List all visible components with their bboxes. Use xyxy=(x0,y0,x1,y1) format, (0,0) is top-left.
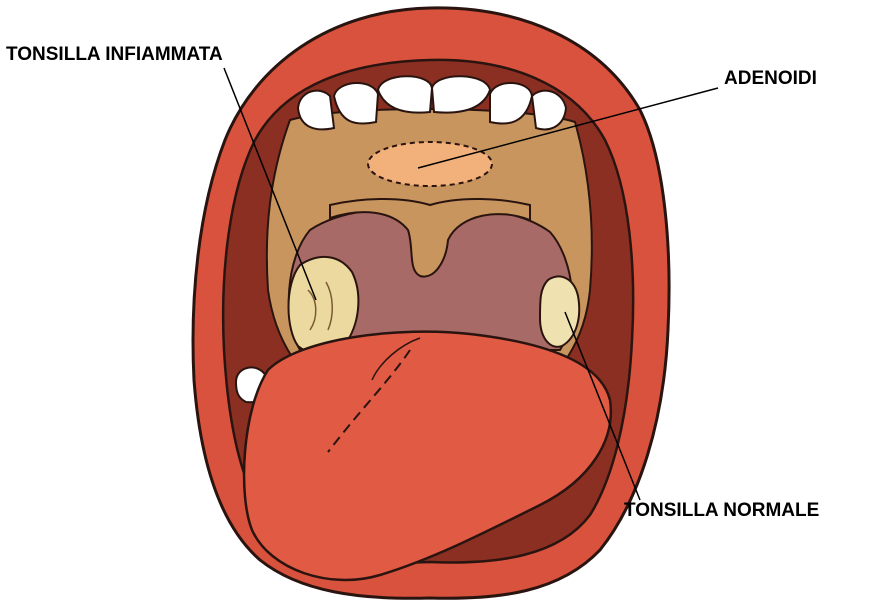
label-inflamed-tonsil: TONSILLA INFIAMMATA xyxy=(6,44,223,66)
adenoids xyxy=(368,142,492,186)
normal-tonsil xyxy=(540,277,579,347)
label-normal-tonsil: TONSILLA NORMALE xyxy=(624,500,819,522)
label-adenoids: ADENOIDI xyxy=(724,68,817,90)
